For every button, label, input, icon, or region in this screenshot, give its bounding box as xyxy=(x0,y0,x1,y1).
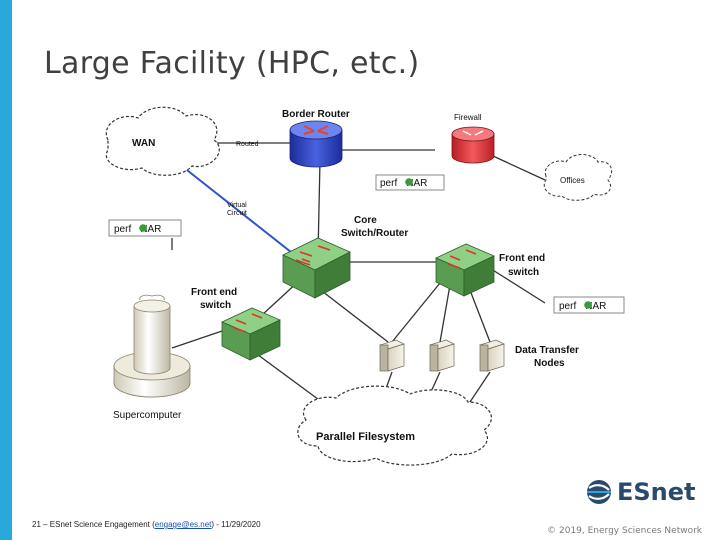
frontend-switch-left-icon xyxy=(221,307,281,361)
dtn3-filesystem-link xyxy=(467,371,491,406)
firewall-label: Firewall xyxy=(454,113,482,122)
engage-email-link[interactable]: engage@es.net xyxy=(154,520,212,529)
dtn-server-1-icon xyxy=(379,339,405,372)
footer-suffix: ) - 11/29/2020 xyxy=(211,520,261,529)
supercomputer-icon xyxy=(113,294,191,398)
connections xyxy=(171,142,546,409)
frontend-dtn3-link xyxy=(467,284,491,343)
perfsonar-dot-icon xyxy=(584,301,592,309)
slide-title: Large Facility (HPC, etc.) xyxy=(44,46,420,81)
border-router-icon xyxy=(289,120,343,168)
offices-label: Offices xyxy=(560,176,585,185)
copyright: © 2019, Energy Sciences Network xyxy=(547,526,702,536)
frontend-dtn1-link xyxy=(391,282,441,343)
footer-citation: 21 – ESnet Science Engagement (engage@es… xyxy=(32,520,261,529)
esnet-logo: ESnet xyxy=(585,478,696,506)
virtual-circuit-line xyxy=(177,162,297,257)
dtn-server-2-icon xyxy=(429,339,455,372)
frontend-left-label-1: Front end xyxy=(191,287,237,298)
esnet-globe-icon xyxy=(587,480,611,504)
footer-prefix: 21 – ESnet Science Engagement ( xyxy=(32,520,155,529)
frontend-supercomputer-link xyxy=(171,329,226,349)
core-switch-icon xyxy=(282,237,351,299)
core-label-2: Switch/Router xyxy=(341,228,408,239)
border-router-label: Border Router xyxy=(282,109,350,120)
wan-label: WAN xyxy=(132,138,155,149)
accent-bar xyxy=(0,0,12,540)
virtual-circuit-label-1: Virtual xyxy=(227,202,247,209)
frontend-right-label-1: Front end xyxy=(499,253,545,264)
esnet-logo-text: ESnet xyxy=(617,478,696,506)
offices-cloud xyxy=(543,154,613,201)
frontend-filesystem-link xyxy=(245,345,331,409)
parallel-filesystem-label: Parallel Filesystem xyxy=(316,431,415,443)
supercomputer-label: Supercomputer xyxy=(113,410,182,421)
perfsonar-dot-icon xyxy=(405,178,413,186)
frontend-switch-right-icon xyxy=(435,243,495,297)
routed-label: Routed xyxy=(236,141,259,148)
dtn-server-3-icon xyxy=(479,339,505,372)
frontend-dtn2-link xyxy=(439,284,451,343)
firewall-icon xyxy=(451,126,495,164)
dtn-label-1: Data Transfer xyxy=(515,345,579,356)
core-label-1: Core xyxy=(354,215,377,226)
virtual-circuit-label-2: Circuit xyxy=(227,210,247,217)
frontend-right-label-2: switch xyxy=(508,267,539,278)
dtn-label-2: Nodes xyxy=(534,358,565,369)
parallel-filesystem-cloud xyxy=(297,385,492,466)
core-dtn-link xyxy=(317,287,389,343)
perfsonar-dot-icon xyxy=(139,224,147,232)
frontend-left-label-2: switch xyxy=(200,300,231,311)
wan-cloud xyxy=(105,106,220,176)
